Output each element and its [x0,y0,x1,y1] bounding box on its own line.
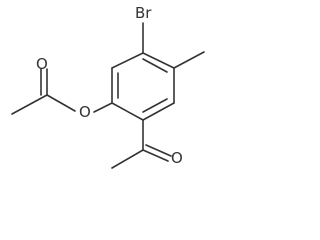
ketone-double-bond-second-line [145,144,172,157]
ketone-methyl-bond [111,149,144,169]
acetate-methyl-bond [11,94,48,115]
oxygen-carbonyl-bond [46,94,76,112]
chemical-structure-canvas: Br O O O [11,4,205,169]
aromatic-double-bond [142,58,168,73]
ring-bond [111,102,144,121]
ketone-double-bond [142,149,169,162]
ester-oxygen-label: O [79,103,91,121]
methyl-bond [173,51,205,69]
benzene-ring [111,52,175,121]
substituent-bonds [11,22,205,169]
ring-bond [111,52,144,69]
ring-bond [142,52,175,69]
aryl-oxygen-bond [93,102,113,113]
ketone-oxygen-label: O [171,149,183,167]
aromatic-double-bond [142,98,168,113]
bromine-label: Br [135,4,152,22]
molecule-diagram: Br O O O [11,4,205,169]
ring-bond [142,102,175,121]
acetate-oxygen-label: O [36,55,48,73]
